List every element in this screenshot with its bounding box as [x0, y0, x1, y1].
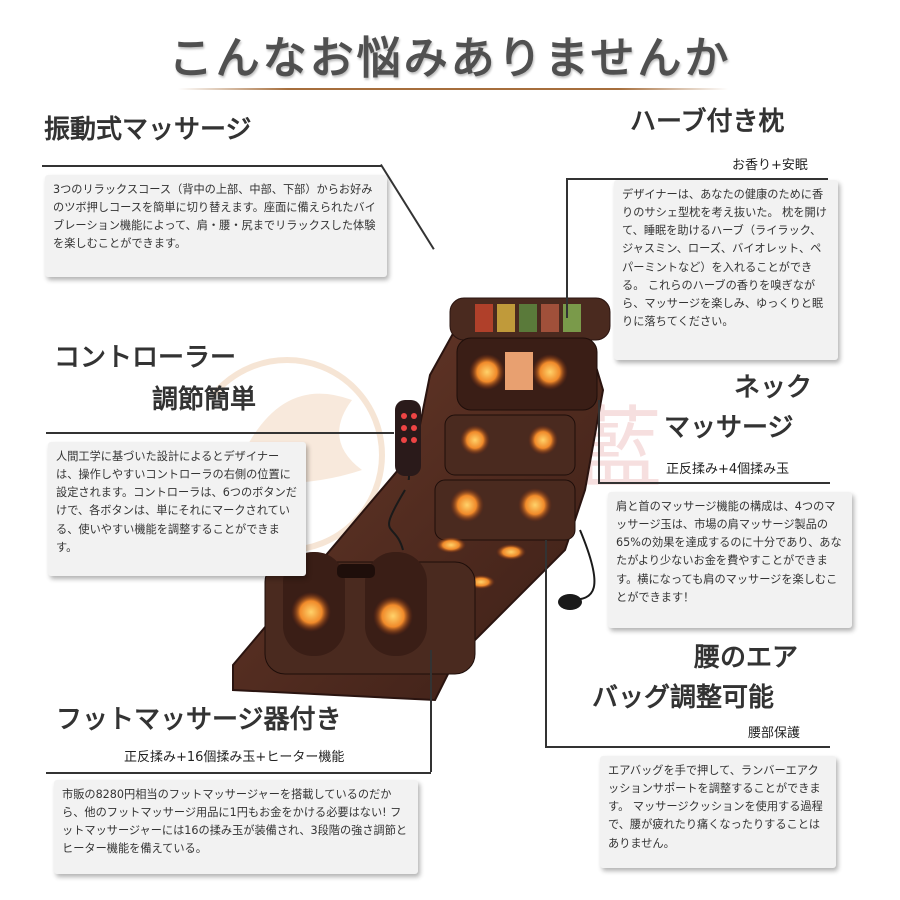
- neck-heading-line2: マッサージ: [659, 413, 800, 443]
- lumbar-subheading: 腰部保護: [748, 726, 801, 741]
- connector-line: [42, 165, 382, 167]
- title-divider: [178, 88, 728, 90]
- connector-line: [566, 178, 568, 318]
- neck-subheading: 正反揉み+4個揉み玉: [666, 462, 790, 477]
- connector-line: [598, 400, 600, 482]
- connector-line: [566, 178, 828, 180]
- connector-line: [430, 650, 432, 772]
- lumbar-heading-line1: 腰のエア: [689, 643, 805, 673]
- herb-pillow-heading: ハーブ付き枕: [625, 107, 791, 137]
- remote-controller-icon: [395, 400, 421, 480]
- connector-line: [598, 482, 830, 484]
- controller-heading-line2: 調節簡単: [147, 385, 263, 415]
- connector-line: [545, 746, 830, 748]
- herb-pillow-subheading: お香り+安眠: [732, 158, 808, 173]
- neck-description: 肩と首のマッサージ機能の構成は、4つのマッサージ玉は、市場の肩マッサージ製品の6…: [608, 492, 852, 628]
- product-illustration: [232, 297, 611, 702]
- herb-pillow-description: デザイナーは、あなたの健康のために香りのサシェ型枕を考え抜いた。 枕を開けて、睡…: [614, 180, 838, 360]
- vibration-description: 3つのリラックスコース（背中の上部、中部、下部）からお好みのツボ押しコースを簡単…: [45, 175, 387, 277]
- neck-heading-line1: ネック: [729, 373, 819, 403]
- foot-description: 市販の8280円相当のフットマッサージャーを搭載しているのだから、他のフットマッ…: [54, 780, 418, 874]
- connector-line: [46, 772, 431, 774]
- connector-line: [46, 432, 394, 434]
- connector-line: [380, 164, 435, 250]
- controller-heading-line1: コントローラー: [54, 343, 237, 373]
- lumbar-description: エアバッグを手で押して、ランバーエアクッションサポートを調整することができます。…: [600, 756, 836, 868]
- lumbar-heading-line2: バッグ調整可能: [587, 683, 781, 713]
- page-title: こんなお悩みありませんか: [168, 33, 732, 84]
- foot-heading: フットマッサージ器付き: [51, 705, 348, 735]
- vibration-heading: 振動式マッサージ: [39, 115, 258, 145]
- foot-subheading: 正反揉み+16個揉み玉+ヒーター機能: [124, 750, 345, 765]
- connector-line: [545, 540, 547, 746]
- controller-description: 人間工学に基づいた設計によるとデザイナーは、操作しやすいコントローラの右側の位置…: [48, 442, 306, 576]
